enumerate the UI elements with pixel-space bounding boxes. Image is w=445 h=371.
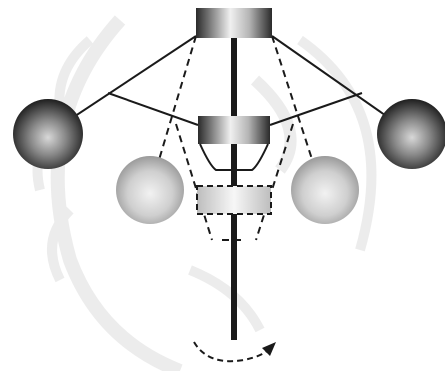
lower-link-right (269, 92, 363, 126)
sliding-sleeve-lowered (196, 185, 272, 215)
dashed-lower-link-left (175, 123, 213, 241)
flyball-lowered-left (116, 156, 184, 224)
top-collar (196, 8, 272, 38)
flyball-raised-left (13, 99, 83, 169)
lower-link-left (107, 92, 199, 126)
sleeve-yoke (199, 143, 269, 171)
flyball-lowered-right (291, 156, 359, 224)
rotation-arrow (193, 341, 276, 363)
flyball-raised-right (377, 99, 445, 169)
arrow-head-icon (262, 342, 276, 356)
sliding-sleeve-raised (198, 116, 270, 171)
dashed-lower-link-right (255, 123, 294, 241)
